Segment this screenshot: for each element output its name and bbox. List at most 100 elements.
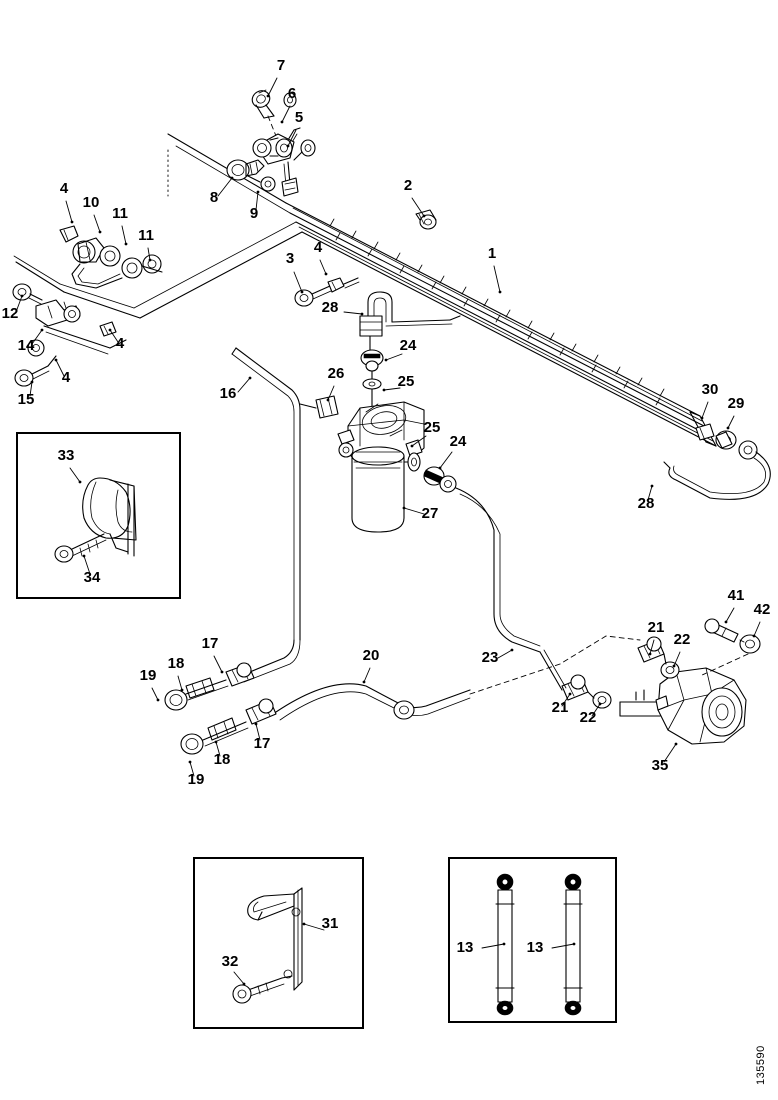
leader-line bbox=[673, 651, 681, 667]
callout-21: 21 bbox=[552, 692, 572, 716]
callout-number: 18 bbox=[214, 751, 231, 768]
leader-tip bbox=[256, 190, 260, 194]
callout-19: 19 bbox=[188, 760, 204, 788]
callout-23: 23 bbox=[482, 648, 514, 666]
callout-25: 25 bbox=[382, 373, 414, 392]
leader-tip bbox=[98, 230, 102, 234]
leader-line bbox=[497, 649, 513, 659]
callout-29: 29 bbox=[726, 395, 745, 430]
leader-line bbox=[343, 311, 363, 315]
callout-number: 27 bbox=[422, 505, 439, 522]
callout-17: 17 bbox=[202, 635, 224, 674]
leader-tip bbox=[40, 328, 44, 332]
leader-line bbox=[65, 200, 73, 223]
inset-box-bottom-right bbox=[448, 857, 617, 1023]
leader-tip bbox=[650, 484, 654, 488]
callout-number: 33 bbox=[58, 447, 75, 464]
leader-line bbox=[237, 377, 251, 393]
fitting-30 bbox=[695, 423, 715, 441]
callout-number: 15 bbox=[18, 391, 35, 408]
callout-26: 26 bbox=[326, 365, 345, 402]
leader-tip bbox=[502, 942, 506, 946]
callout-number: 2 bbox=[404, 177, 412, 194]
bottom-hose-20 bbox=[164, 635, 641, 755]
callout-number: 29 bbox=[728, 395, 745, 412]
callout-12: 12 bbox=[2, 294, 24, 322]
callout-number: 1 bbox=[488, 245, 496, 262]
callout-1: 1 bbox=[488, 245, 502, 294]
inset-box-bottom-left bbox=[193, 857, 364, 1029]
leader-line bbox=[31, 329, 43, 345]
leader-line bbox=[411, 435, 427, 447]
leader-line bbox=[121, 225, 127, 245]
fitting-24-right bbox=[423, 466, 457, 493]
callout-11: 11 bbox=[112, 205, 128, 246]
leader-line bbox=[753, 621, 761, 637]
leader-tip bbox=[648, 652, 652, 656]
leader-line bbox=[267, 77, 278, 97]
callout-28: 28 bbox=[638, 484, 654, 512]
fitting-19-upper bbox=[164, 689, 188, 711]
callout-18: 18 bbox=[214, 740, 231, 768]
leader-line bbox=[701, 401, 709, 419]
fuel-pump-assembly bbox=[539, 618, 761, 745]
leader-line bbox=[215, 741, 221, 757]
leader-line bbox=[29, 381, 33, 397]
callout-number: 42 bbox=[754, 601, 771, 618]
callout-number: 32 bbox=[222, 953, 239, 970]
leader-line bbox=[363, 667, 371, 683]
callout-4: 4 bbox=[108, 328, 125, 352]
leader-tip bbox=[674, 742, 678, 746]
tube-16 bbox=[231, 347, 301, 641]
callout-19: 19 bbox=[140, 667, 160, 702]
callout-number: 18 bbox=[168, 655, 185, 672]
callout-24: 24 bbox=[438, 433, 467, 470]
callout-15: 15 bbox=[18, 380, 35, 408]
fitting-24-top bbox=[360, 349, 384, 381]
callout-35: 35 bbox=[652, 742, 678, 774]
fitting-to-rail bbox=[247, 161, 299, 197]
leader-tip bbox=[124, 242, 128, 246]
leader-line bbox=[281, 105, 291, 123]
leader-tip bbox=[498, 290, 502, 294]
leader-tip bbox=[382, 388, 386, 392]
callout-5: 5 bbox=[286, 109, 303, 148]
callout-number: 8 bbox=[210, 189, 218, 206]
callout-11: 11 bbox=[138, 227, 154, 262]
callout-16: 16 bbox=[220, 376, 252, 402]
callout-number: 41 bbox=[728, 587, 745, 604]
callout-42: 42 bbox=[752, 601, 771, 638]
callout-number: 4 bbox=[62, 369, 71, 386]
callout-number: 25 bbox=[424, 419, 441, 436]
leader-tip bbox=[188, 760, 192, 764]
leader-tip bbox=[280, 120, 284, 124]
bolt-41 bbox=[704, 618, 739, 643]
callout-number: 13 bbox=[457, 939, 474, 956]
leader-line bbox=[561, 693, 571, 707]
callout-number: 26 bbox=[328, 365, 345, 382]
leader-line bbox=[319, 259, 327, 275]
callout-27: 27 bbox=[402, 505, 439, 522]
leader-tip bbox=[362, 680, 366, 684]
callout-7: 7 bbox=[266, 57, 285, 98]
callout-25: 25 bbox=[410, 419, 441, 448]
leader-tip bbox=[598, 702, 602, 706]
leader-tip bbox=[148, 258, 152, 262]
leader-line bbox=[287, 129, 297, 147]
leader-line bbox=[493, 265, 501, 293]
inset-box-left bbox=[16, 432, 181, 599]
left-lower-cluster bbox=[12, 283, 127, 387]
leader-line bbox=[411, 197, 425, 217]
leader-tip bbox=[242, 982, 246, 986]
leader-tip bbox=[300, 290, 304, 294]
leader-line bbox=[213, 655, 223, 673]
leader-line bbox=[189, 761, 195, 777]
callout-41: 41 bbox=[724, 587, 745, 624]
fitting-26 bbox=[299, 395, 339, 419]
washer-25-top bbox=[362, 378, 382, 390]
callout-30: 30 bbox=[700, 381, 718, 420]
leader-tip bbox=[302, 922, 306, 926]
callout-number: 17 bbox=[202, 635, 219, 652]
fitting-17-lower bbox=[245, 698, 277, 725]
leader-tip bbox=[54, 358, 58, 362]
